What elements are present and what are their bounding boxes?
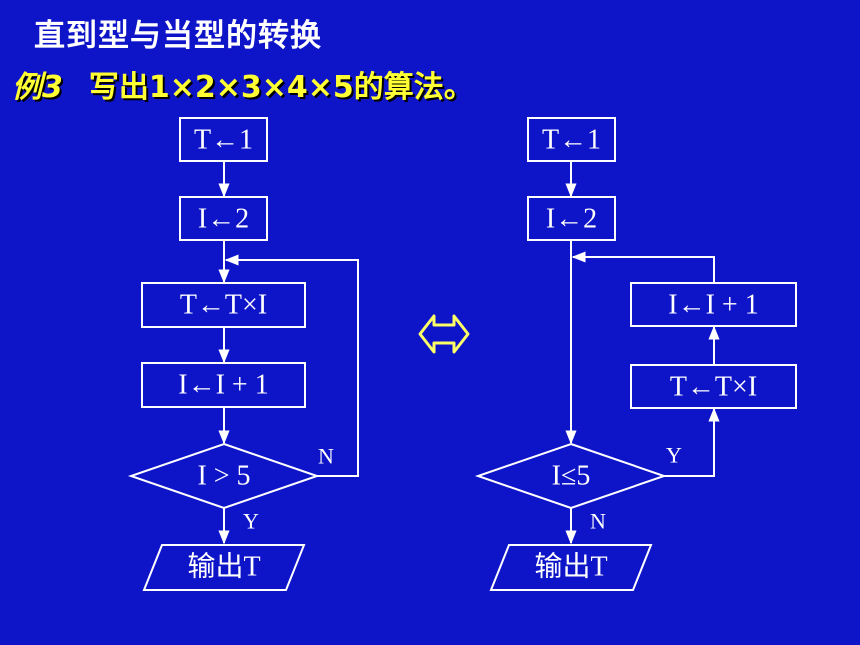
left-init-t-text: T←1 (194, 125, 253, 156)
right-init-i-text: I←2 (546, 204, 597, 235)
right-loop-back-arrow (571, 251, 715, 283)
left-output-parallelogram (142, 544, 306, 591)
right-yes-label: Y (666, 443, 682, 468)
right-flowchart: T←1 I←2 I≤5 Y T←T×I I←I + 1 N 输出T (474, 117, 797, 591)
left-flowchart: T←1 I←2 T←T×I I←I + 1 I > 5 N Y 输出T (127, 117, 359, 591)
right-multiply-text: T←T×I (670, 372, 757, 403)
example-label: 例3 (12, 70, 63, 105)
left-increment-text: I←I + 1 (178, 370, 268, 401)
right-no-label: N (590, 509, 606, 534)
left-no-label: N (318, 444, 334, 469)
right-init-t-text: T←1 (542, 125, 601, 156)
example-heading: 例3 写出1×2×3×4×5的算法。 (12, 62, 474, 106)
double-arrow-icon (418, 314, 470, 354)
left-condition-text: I > 5 (197, 461, 250, 492)
left-output-text: 输出T (187, 551, 260, 583)
right-condition-text: I≤5 (552, 461, 591, 492)
left-multiply-text: T←T×I (180, 290, 267, 321)
page-title: 直到型与当型的转换 (34, 18, 322, 54)
right-increment-text: I←I + 1 (668, 290, 758, 321)
example-text: 写出1×2×3×4×5的算法。 (88, 70, 474, 105)
left-yes-label: Y (243, 509, 259, 534)
right-output-parallelogram (489, 544, 653, 591)
left-loop-back-arrow (224, 254, 359, 477)
right-output-text: 输出T (534, 551, 607, 583)
left-init-i-text: I←2 (198, 204, 249, 235)
right-yes-branch-arrow (664, 407, 720, 477)
